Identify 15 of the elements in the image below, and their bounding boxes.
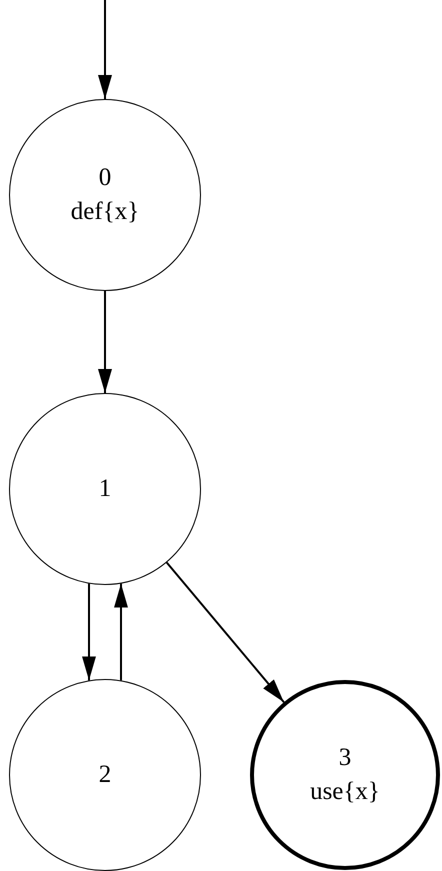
arrow bbox=[98, 291, 112, 393]
node-label: 2 bbox=[98, 760, 112, 790]
arrow bbox=[98, 0, 112, 99]
arrow bbox=[166, 562, 285, 703]
node-label: use{x} bbox=[310, 777, 380, 807]
node-label: 3 bbox=[338, 743, 352, 774]
state-circle bbox=[9, 99, 201, 291]
arrow bbox=[114, 584, 128, 680]
state-circle bbox=[9, 679, 201, 871]
state-circle bbox=[250, 680, 440, 870]
arrow bbox=[82, 584, 96, 680]
state-circle bbox=[9, 393, 201, 585]
node-label: def{x} bbox=[70, 197, 140, 227]
node-label: 1 bbox=[98, 474, 112, 504]
node-label: 0 bbox=[98, 163, 112, 194]
